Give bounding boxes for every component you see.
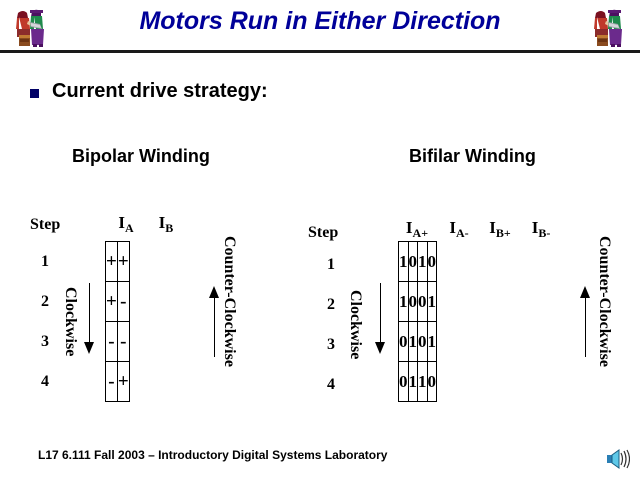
step-number: 4 — [327, 376, 335, 393]
table-cell: + — [116, 361, 130, 402]
table-row: + + — [105, 241, 130, 282]
column-header-ib: IB — [146, 213, 186, 236]
bullet-text: Current drive strategy: — [52, 80, 268, 102]
table-cell: 0 — [398, 321, 409, 362]
table-row: 1 0 0 1 — [398, 281, 437, 322]
step-number: 3 — [327, 336, 335, 353]
column-header-base: I — [449, 218, 456, 237]
counter-clockwise-label: Counter-Clockwise — [596, 236, 613, 367]
step-label: Step — [30, 216, 61, 233]
table-cell: 0 — [417, 321, 428, 362]
table-row: - + — [105, 361, 130, 402]
column-header-ib-plus: IB+ — [479, 218, 521, 241]
table-cell: 1 — [426, 321, 437, 362]
counter-clockwise-arrow-up-icon — [209, 286, 220, 358]
table-cell: + — [105, 281, 118, 322]
step-number: 2 — [41, 293, 49, 310]
bullet-line: Current drive strategy: — [30, 80, 268, 103]
table-cell: 1 — [398, 241, 409, 282]
table-cell: + — [105, 241, 118, 282]
table-cell: 1 — [407, 321, 418, 362]
table-cell: 0 — [407, 281, 418, 322]
table-row: 1 0 1 0 — [398, 241, 437, 282]
table-cell: 0 — [407, 241, 418, 282]
table-row: - - — [105, 321, 130, 362]
column-header-sub: B — [165, 220, 174, 235]
bifilar-winding-heading: Bifilar Winding — [409, 146, 536, 166]
clockwise-label: Clockwise — [347, 290, 364, 360]
step-number: 1 — [41, 253, 49, 270]
table-cell: 0 — [398, 361, 409, 402]
table-row: 0 1 1 0 — [398, 361, 437, 402]
table-cell: 1 — [417, 241, 428, 282]
table-cell: 1 — [426, 281, 437, 322]
column-header-sub: B- — [538, 225, 551, 240]
slide-header: Motors Run in Either Direction — [0, 0, 640, 53]
table-row: 0 1 0 1 — [398, 321, 437, 362]
counter-clockwise-arrow-up-icon — [580, 286, 591, 358]
bipolar-truth-table: + + + - - - - + — [105, 241, 130, 402]
column-header-sub: A- — [455, 225, 469, 240]
column-header-base: I — [531, 218, 539, 237]
table-cell: 0 — [426, 361, 437, 402]
column-header-sub: A — [124, 220, 134, 235]
column-header-base: I — [405, 218, 413, 237]
column-header-ia-minus: IA- — [438, 218, 480, 241]
table-cell: 1 — [407, 361, 418, 402]
column-header-ia-plus: IA+ — [396, 218, 438, 241]
column-header-base: I — [489, 218, 496, 237]
speaker-icon[interactable] — [606, 448, 631, 470]
footer-text: L17 6.111 Fall 2003 – Introductory Digit… — [38, 448, 388, 462]
counter-clockwise-label: Counter-Clockwise — [221, 236, 238, 367]
column-header-sub: B+ — [495, 225, 511, 240]
table-cell: - — [116, 281, 130, 322]
table-row: + - — [105, 281, 130, 322]
column-header-base: I — [118, 213, 125, 232]
step-number: 2 — [327, 296, 335, 313]
table-cell: + — [116, 241, 130, 282]
printers-clipart-icon — [584, 4, 628, 48]
table-cell: - — [105, 321, 118, 362]
table-cell: 0 — [426, 241, 437, 282]
step-number: 1 — [327, 256, 335, 273]
step-number: 4 — [41, 373, 49, 390]
clockwise-arrow-down-icon — [84, 283, 95, 355]
column-header-ib-minus: IB- — [520, 218, 562, 241]
table-cell: 0 — [417, 281, 428, 322]
bipolar-winding-heading: Bipolar Winding — [72, 146, 210, 166]
header-divider — [0, 50, 640, 53]
clockwise-label: Clockwise — [62, 287, 79, 357]
column-header-base: I — [158, 213, 166, 232]
table-cell: 1 — [398, 281, 409, 322]
table-cell: - — [105, 361, 118, 402]
page-title: Motors Run in Either Direction — [139, 7, 501, 35]
bifilar-truth-table: 1 0 1 0 1 0 0 1 0 1 0 1 0 1 1 0 — [398, 241, 437, 402]
step-label: Step — [308, 224, 339, 241]
column-header-ia: IA — [106, 213, 146, 236]
printers-clipart-icon — [6, 4, 50, 48]
step-number: 3 — [41, 333, 49, 350]
table-cell: 1 — [417, 361, 428, 402]
table-cell: - — [116, 321, 130, 362]
column-header-sub: A+ — [412, 225, 429, 240]
square-bullet-icon — [30, 89, 39, 98]
clockwise-arrow-down-icon — [375, 283, 386, 355]
